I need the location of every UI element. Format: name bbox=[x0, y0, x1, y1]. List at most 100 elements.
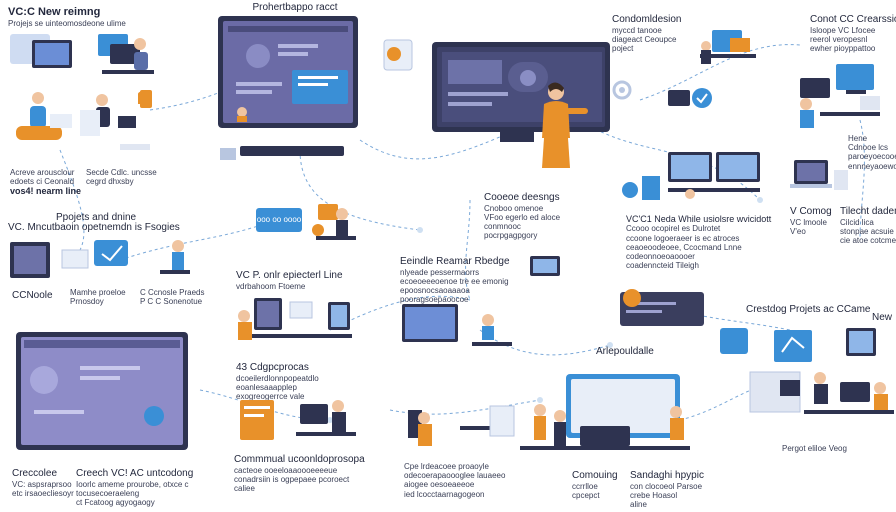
crech-line3: ct Fcatoog agyogaogy bbox=[76, 497, 155, 507]
tilecht-line1: Cilcid lica bbox=[840, 217, 874, 227]
right-note-line2: Cdnooe lcs bbox=[848, 143, 889, 153]
left-b-text: Secde Cdlc. uncsse cegrd dhxsby bbox=[86, 168, 157, 186]
bottom-mid: Cpe lrdeacoee proaoyle odecoerapaoooglee… bbox=[404, 462, 505, 499]
left-d: C Ccnosle Praeds P C C Sonenotue bbox=[140, 288, 204, 306]
monitor-icon bbox=[402, 304, 512, 346]
bottom-right-title: Pergot eliloe Veog bbox=[782, 444, 847, 453]
creating-badge-wrap: New bbox=[872, 312, 892, 324]
vcomog: V Comog VC lmoole V'eo bbox=[790, 206, 832, 236]
dashboard-icon bbox=[442, 52, 602, 122]
workstation-icon bbox=[622, 152, 760, 200]
desk-icon bbox=[240, 400, 356, 440]
creating: Crestdog Projets ac CCame bbox=[746, 304, 871, 316]
coins-icon bbox=[138, 91, 150, 104]
cagpo-line3: exogreogerrce vale bbox=[236, 391, 305, 401]
arle: Arlepouldalle bbox=[596, 346, 654, 358]
tilecht-title: Tilecht dadem bbox=[840, 206, 896, 217]
kindle-line4: pooragsoepaoocoe bbox=[400, 295, 469, 305]
left-b-line1: Secde Cdlc. uncsse bbox=[86, 168, 157, 177]
browser-icon bbox=[24, 340, 180, 426]
bottom-left-line1: VC: aspsraprsoo bbox=[12, 479, 72, 489]
top-right-b-line2: reerol veropesnl bbox=[810, 34, 868, 44]
top-right-a: Condomldesion myccd tanooe diageact Ceou… bbox=[612, 14, 682, 53]
left-c-title: CCNoole bbox=[12, 290, 53, 301]
crech: Creech VC! AC untcodong Ioorlc ameme pro… bbox=[76, 468, 193, 507]
command-line1: cacteoe ooeeloaaoooeeeeue bbox=[234, 465, 338, 475]
center-code-line1: Cnoboo omenoe bbox=[484, 203, 544, 213]
right-note: Hene Cdnooe lcs paroeyoecooe ennneyaoewo… bbox=[848, 134, 896, 171]
command-line2: conadrsiin is ogpepaee pcoroect bbox=[234, 474, 350, 484]
vcn-note-line3: ceaoeoodeoee, Ccocmand Lnne bbox=[626, 242, 742, 252]
workstation-icon bbox=[800, 64, 880, 128]
left-a-text: Acreve arousclour edoets ci Ceonald vos4… bbox=[10, 168, 81, 197]
sandagh-line2: crebe Hoasol bbox=[630, 490, 678, 500]
main-title: VC:C New reimng bbox=[8, 6, 101, 18]
bottom-mid-line4: ied lcocctaarnagogeon bbox=[404, 489, 485, 499]
crech-line1: Ioorlc ameme prourobe, otxce c bbox=[76, 479, 189, 489]
mid-left-label: Ppojets and dnine bbox=[56, 212, 136, 224]
left-a-line3: vos4! nearm line bbox=[10, 186, 82, 197]
tilecht: Tilecht dadem Cilcid lica stonpae acsuie… bbox=[840, 206, 896, 245]
tilecht-line3: cie atoe cotcme bbox=[840, 235, 896, 245]
center-code-line4: pocrpgagpgory bbox=[484, 231, 538, 241]
left-d-line2: P C C Sonenotue bbox=[140, 297, 203, 307]
kindle: Eeindle Reamar Rbedge nlyeade pessermaor… bbox=[400, 256, 510, 304]
coin-icon bbox=[623, 289, 641, 307]
bottom-mid-line3: aiogee oesoeaeeoe bbox=[404, 480, 475, 490]
kindle-line1: nlyeade pessermaorrs bbox=[400, 267, 480, 277]
mid-left-subtitle-block: VC. Mncutbaoin opetnemdn is Fsogies bbox=[8, 222, 180, 234]
mid-left-title: Ppojets and dnine bbox=[56, 212, 137, 223]
bottom-mid-line1: Cpe lrdeacoee proaoyle bbox=[404, 462, 489, 471]
chart-icon bbox=[228, 26, 348, 122]
vcomog-line1: VC lmoole bbox=[790, 217, 827, 227]
top-right-a-line2: diageact Ceoupce bbox=[612, 34, 677, 44]
vcn-note-line5: coadenncteid Tileigh bbox=[626, 261, 699, 271]
left-c: CCNoole bbox=[12, 290, 53, 302]
crech-line2: tocusecoeraeleng bbox=[76, 488, 140, 498]
comouing-line1: ccrrlloe bbox=[572, 481, 598, 491]
center-code-title: Cooeoe deesngs bbox=[484, 192, 560, 203]
phone-icon bbox=[668, 88, 712, 108]
cagpo-line2: eoanlesaaapplep bbox=[236, 382, 297, 392]
sandagh-line3: aline bbox=[630, 499, 647, 509]
tilecht-line2: stonpae acsuie bbox=[840, 226, 894, 236]
left-b-line2: cegrd dhxsby bbox=[86, 177, 134, 187]
sandagh-title: Sandaghi hpypic bbox=[630, 470, 704, 481]
bottom-left-title: Creccolee bbox=[12, 468, 58, 479]
mid-left-subtitle: VC. Mncutbaoin opetnemdn is Fsogies bbox=[8, 222, 180, 233]
bottom-right: Pergot eliloe Veog bbox=[782, 444, 847, 453]
center-code-line3: conmnooc bbox=[484, 221, 521, 231]
cagpo-title: 43 Cdgpcprocas bbox=[236, 362, 309, 373]
vcomog-line2: V'eo bbox=[790, 226, 806, 236]
title-block: VC:C New reimng Projejs se uinteomosdeon… bbox=[8, 6, 126, 28]
gear-icon bbox=[612, 80, 632, 100]
team-icon bbox=[408, 404, 690, 450]
laptop-icon bbox=[790, 160, 848, 190]
laptop-icon bbox=[10, 34, 154, 150]
top-right-b-line3: ewher pioyppattoo bbox=[810, 43, 876, 53]
kindle-line2: ecoeoeeeoenoe tre ee emonig bbox=[400, 276, 509, 286]
left-c-label2: Prnosdoy bbox=[70, 297, 104, 307]
person-icon bbox=[312, 204, 356, 240]
right-note-line4: ennneyaoewoe bbox=[848, 161, 896, 171]
laptop-icon bbox=[530, 256, 560, 276]
arle-title: Arlepouldalle bbox=[596, 346, 654, 357]
command: Commmual ucoonldoprosopa cacteoe ooeeloa… bbox=[234, 454, 365, 493]
command-line3: caliee bbox=[234, 483, 255, 493]
vcn-note-line2: ccoone logoeraeer is ec atroces bbox=[626, 233, 740, 243]
left-a-line1: Acreve arousclour bbox=[10, 168, 75, 177]
vcn-note-title: VC'C1 Neda While usiolsre wvicidott bbox=[626, 214, 772, 224]
left-c-labels: Mamhe proeloe Prnosdoy bbox=[70, 288, 126, 306]
box-icon bbox=[383, 39, 413, 71]
sandagh-line1: con clocoeol Parsoe bbox=[630, 481, 703, 491]
vcp-line1: vdrbahoom Ftoeme bbox=[236, 281, 306, 291]
desk-icon bbox=[700, 30, 756, 64]
vcn-note-line1: Ccooo ocopirel es Dulrotet bbox=[626, 224, 721, 234]
terminal-icon bbox=[620, 292, 704, 326]
cagpo-line1: dcoeilerdlonnpopeatdlo bbox=[236, 373, 319, 383]
top-right-b-line1: Isloope VC Lfocee bbox=[810, 25, 876, 35]
center-code: Cooeoe deesngs Cnoboo omenoe VFoo egerlo… bbox=[484, 192, 560, 240]
crech-title: Creech VC! AC untcodong bbox=[76, 468, 194, 479]
creating-title: Crestdog Projets ac CCame bbox=[746, 304, 871, 315]
top-right-a-title: Condomldesion bbox=[612, 14, 682, 25]
